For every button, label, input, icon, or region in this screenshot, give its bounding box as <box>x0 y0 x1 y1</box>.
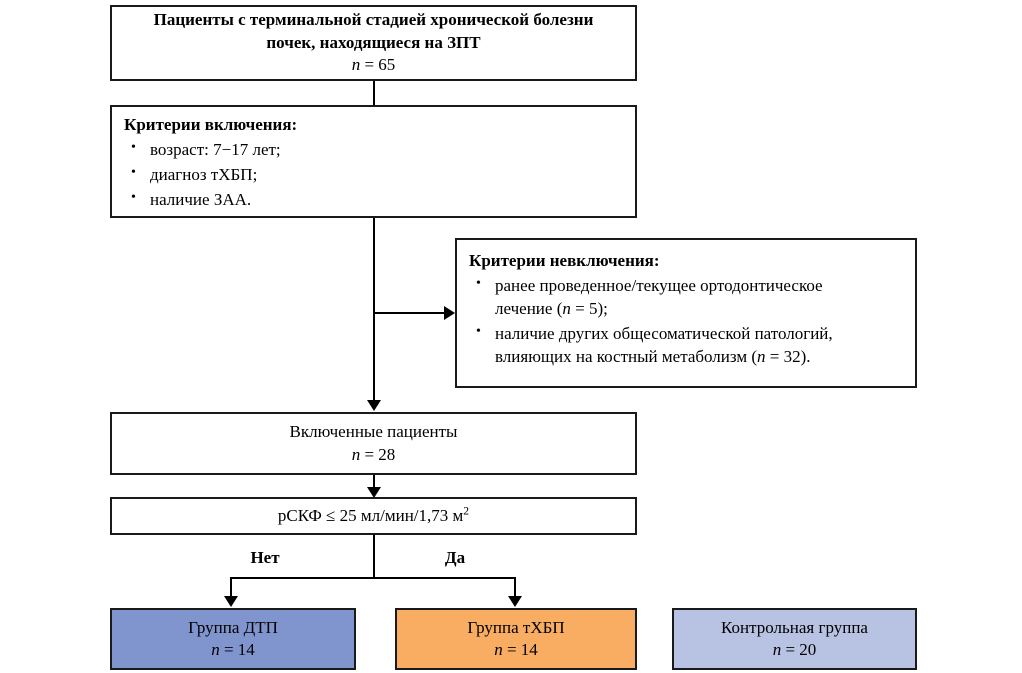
group-tckd-line1: Группа тХБП <box>467 617 565 637</box>
included-line1: Включенные пациенты <box>289 422 458 442</box>
connector-source-to-inclusion <box>373 81 375 105</box>
inclusion-item-3: • наличие ЗАА. <box>122 188 627 211</box>
criterion-superscript: 2 <box>463 504 470 518</box>
exclusion-item-1-line2-post: = 5); <box>570 299 608 319</box>
criterion-operator: ≤ <box>326 505 336 525</box>
exclusion-item-2-line2-pre: влияющих на костный метаболизм ( <box>495 347 758 367</box>
inclusion-item-2: • диагноз тХБП; <box>122 163 627 186</box>
inclusion-item-2-text: диагноз тХБП; <box>150 165 258 185</box>
node-source-population: Пациенты с терминальной стадией хроничес… <box>110 5 637 81</box>
included-count-value: 28 <box>378 444 396 464</box>
branch-label-no: Нет <box>250 548 280 567</box>
criterion-prefix: рСКФ <box>277 505 327 525</box>
connector-drop-right <box>514 577 516 600</box>
connector-inclusion-stem <box>373 218 375 405</box>
group-control-line1: Контрольная группа <box>721 617 868 637</box>
exclusion-item-2-n: n <box>757 347 766 367</box>
group-control-count-value: 20 <box>799 640 817 659</box>
node-exclusion-criteria: Критерии невключения: • ранее проведенно… <box>455 238 917 388</box>
arrow-into-included <box>367 400 381 411</box>
group-dtp-count: n = 14 <box>112 639 354 661</box>
connector-split-bar <box>230 577 516 579</box>
source-population-line2: почек, находящиеся на ЗПТ <box>266 32 481 52</box>
bullet-icon: • <box>131 165 136 181</box>
included-count-eq: = <box>360 444 379 464</box>
arrow-into-criterion <box>367 487 381 498</box>
connector-to-exclusion <box>373 312 445 314</box>
inclusion-list: • возраст: 7−17 лет; • диагноз тХБП; • н… <box>122 138 627 211</box>
group-dtp-count-label: n <box>211 640 220 659</box>
bullet-icon: • <box>131 190 136 206</box>
criterion-text: рСКФ ≤ 25 мл/мин/1,73 м2 <box>112 505 635 527</box>
group-tckd-count-label: n <box>494 640 503 659</box>
inclusion-item-1-text: возраст: 7−17 лет; <box>150 140 281 159</box>
included-count: n = 28 <box>112 444 635 466</box>
group-dtp-count-eq: = <box>219 640 238 659</box>
exclusion-title: Критерии невключения: <box>469 251 660 270</box>
exclusion-list: • ранее проведенное/текущее ортодонтичес… <box>467 274 907 368</box>
connector-criterion-stem <box>373 535 375 578</box>
connector-drop-left <box>230 577 232 600</box>
node-group-tckd: Группа тХБП n = 14 <box>395 608 637 670</box>
arrow-into-exclusion <box>444 306 455 320</box>
branch-label-yes: Да <box>444 548 466 567</box>
inclusion-title: Критерии включения: <box>124 115 298 134</box>
criterion-value: 25 мл/мин/1,73 м <box>335 505 464 525</box>
group-dtp-line1: Группа ДТП <box>188 617 278 637</box>
source-population-count-label: n <box>351 55 361 75</box>
bullet-icon: • <box>476 324 481 340</box>
group-control-count: n = 20 <box>674 639 915 661</box>
exclusion-item-2-line2-post: = 32). <box>765 347 811 367</box>
node-egfr-criterion: рСКФ ≤ 25 мл/мин/1,73 м2 <box>110 497 637 535</box>
exclusion-item-1: • ранее проведенное/текущее ортодонтичес… <box>467 274 907 320</box>
bullet-icon: • <box>476 276 481 291</box>
exclusion-item-2: • наличие других общесоматической патоло… <box>467 322 907 368</box>
source-population-count-eq: = <box>360 55 379 75</box>
node-included-patients: Включенные пациенты n = 28 <box>110 412 637 475</box>
exclusion-item-1-line1: ранее проведенное/текущее ортодонтическо… <box>495 276 823 295</box>
exclusion-item-1-n: n <box>562 299 571 319</box>
arrow-into-group-dtp <box>224 596 238 607</box>
group-tckd-count-eq: = <box>502 640 521 659</box>
included-count-label: n <box>351 444 361 464</box>
group-tckd-count: n = 14 <box>397 639 635 661</box>
node-group-control: Контрольная группа n = 20 <box>672 608 917 670</box>
group-control-count-eq: = <box>781 640 800 659</box>
arrow-into-group-tckd <box>508 596 522 607</box>
group-tckd-count-value: 14 <box>520 640 538 659</box>
inclusion-item-3-text: наличие ЗАА. <box>150 190 252 210</box>
exclusion-item-1-line2-pre: лечение ( <box>495 299 563 319</box>
node-group-dtp: Группа ДТП n = 14 <box>110 608 356 670</box>
source-population-count-value: 65 <box>378 55 396 75</box>
group-control-count-label: n <box>772 640 782 659</box>
group-dtp-count-value: 14 <box>237 640 255 659</box>
source-population-line1: Пациенты с терминальной стадией хроничес… <box>153 10 594 30</box>
source-population-count: n = 65 <box>112 54 635 76</box>
node-inclusion-criteria: Критерии включения: • возраст: 7−17 лет;… <box>110 105 637 218</box>
exclusion-item-2-line1: наличие других общесоматической патологи… <box>495 324 833 344</box>
connector-included-to-criterion <box>373 475 375 491</box>
bullet-icon: • <box>131 140 136 155</box>
inclusion-item-1: • возраст: 7−17 лет; <box>122 138 627 161</box>
